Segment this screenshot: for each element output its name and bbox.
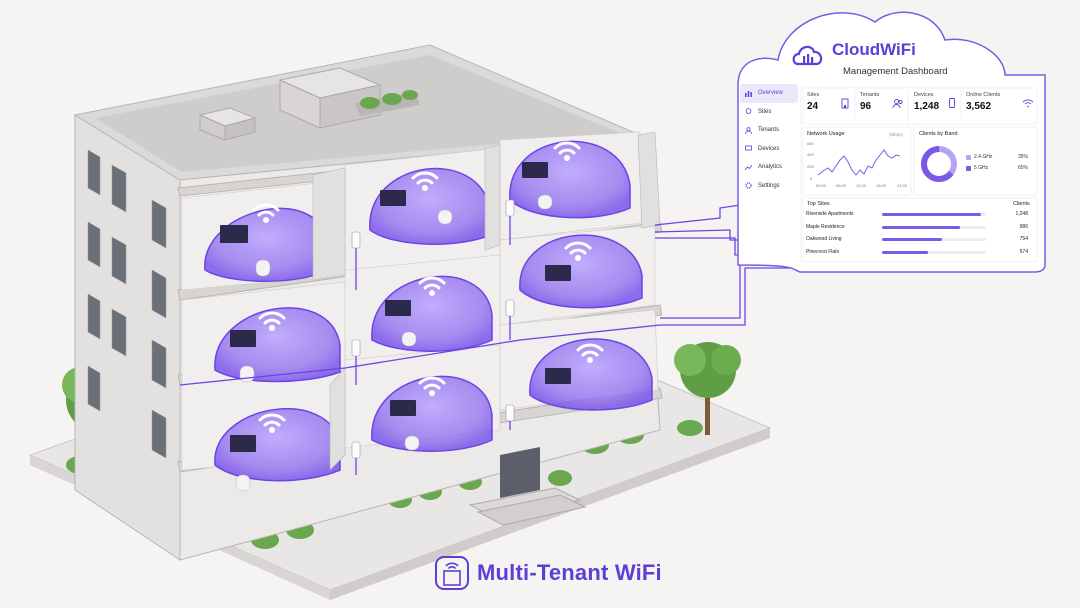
sidebar-item-label: Sites (758, 108, 772, 115)
x-tick: 24:00 (897, 183, 908, 188)
kpi-label: Devices (914, 92, 934, 98)
building-wifi-icon (435, 556, 469, 590)
sidebar-item-label: Settings (758, 182, 780, 189)
y-tick: 600 (807, 141, 814, 146)
wifi-icon (1022, 97, 1034, 109)
bar-chart-icon (745, 90, 752, 97)
sidebar-item-label: Tenants (758, 127, 780, 134)
footer-title: Multi-Tenant WiFi (477, 560, 662, 585)
legend-label: 5 GHz (974, 165, 989, 171)
kpi-value: 96 (860, 101, 872, 112)
kpi-value: 3,562 (966, 101, 992, 112)
network-usage-title: Network Usage (807, 131, 845, 137)
legend-swatch (966, 154, 971, 160)
entrance (468, 447, 587, 526)
cloud-logo-icon (792, 45, 823, 66)
building-icon (839, 97, 851, 109)
legend-5ghz: 5 GHz 65% (966, 165, 1036, 171)
room-devices (220, 162, 571, 452)
network-usage-line (817, 149, 901, 176)
site-bar-track (882, 225, 986, 229)
site-clients: 986 (1019, 223, 1028, 230)
site-name: Riverside Apartments (806, 211, 854, 217)
top-sites-column: Clients (1013, 201, 1030, 207)
site-clients: 754 (1019, 236, 1028, 242)
table-row[interactable]: Pinecrest Flats 574 (806, 249, 1028, 259)
sidebar-item-analytics[interactable]: Analytics (740, 158, 798, 177)
footer: Multi-Tenant WiFi (435, 556, 662, 590)
kpi-label: Tenants (860, 92, 880, 98)
phone-icon (946, 97, 958, 109)
clients-by-band-title: Clients by Band (919, 131, 958, 137)
brand-subtitle: Management Dashboard (843, 66, 948, 77)
x-tick: 12:00 (856, 183, 867, 188)
legend-pct: 65% (1018, 165, 1029, 171)
kpi-value: 24 (807, 101, 819, 112)
legend-pct: 35% (1018, 154, 1029, 160)
table-row[interactable]: Riverside Apartments 1,248 (806, 211, 1028, 221)
wifi-icons (252, 141, 604, 433)
sidebar-item-devices[interactable]: Devices (740, 140, 798, 159)
top-sites-title: Top Sites (807, 201, 830, 207)
y-tick: 200 (807, 164, 814, 169)
site-bar-track (882, 250, 986, 254)
y-tick: 400 (807, 152, 814, 157)
site-name: Maple Residence (806, 223, 845, 230)
site-clients: 1,248 (1015, 211, 1028, 217)
site-bar-track (882, 238, 986, 241)
gear-icon (745, 182, 752, 189)
legend-2-4ghz: 2.4 GHz 35% (966, 154, 1036, 160)
site-name: Oakwood Living (806, 236, 842, 242)
network-usage-unit: (Mbps) (889, 132, 904, 137)
clients-by-band-donut (921, 146, 957, 182)
kpi-tenants: Tenants 96 (860, 92, 904, 122)
sidebar-nav: Overview Sites Tenants Devices Analytics… (740, 84, 798, 195)
monitor-icon (745, 145, 752, 152)
site-bar (882, 213, 982, 216)
location-pin-icon (745, 108, 752, 115)
sidebar-item-label: Devices (758, 145, 780, 152)
kpi-sites: Sites 24 (807, 92, 851, 122)
table-row[interactable]: Maple Residence 986 (806, 224, 1028, 234)
site-bar (882, 238, 942, 241)
x-tick: 06:00 (836, 183, 847, 188)
users-icon (892, 97, 904, 109)
y-tick: 0 (810, 176, 813, 181)
tree-right (674, 342, 741, 435)
sidebar-item-label: Overview (758, 90, 784, 97)
kpi-value: 1,248 (914, 101, 940, 112)
x-tick: 00:00 (816, 183, 827, 188)
site-clients: 574 (1019, 248, 1028, 255)
line-chart-icon (744, 164, 753, 171)
sidebar-item-tenants[interactable]: Tenants (740, 121, 798, 140)
site-bar-track (882, 213, 986, 216)
sidebar-item-settings[interactable]: Settings (740, 177, 798, 196)
legend-swatch (966, 165, 971, 171)
site-bar (882, 225, 961, 229)
kpi-label: Sites (807, 92, 820, 98)
roof-unit (198, 67, 420, 141)
sidebar-item-overview[interactable]: Overview (740, 84, 798, 103)
kpi-online-clients: Online Clients 3,562 (966, 92, 1034, 122)
legend-label: 2.4 GHz (974, 154, 993, 160)
cloud-outline (737, 11, 1046, 273)
sidebar-item-sites[interactable]: Sites (740, 103, 798, 122)
brand-title: CloudWiFi (832, 40, 916, 59)
kpi-label: Online Clients (966, 92, 1001, 98)
x-tick: 18:00 (876, 183, 887, 188)
site-bar (882, 250, 928, 254)
user-icon (745, 126, 752, 134)
table-row[interactable]: Oakwood Living 754 (806, 236, 1028, 246)
dashboard-brand: CloudWiFi (794, 40, 916, 60)
site-name: Pinecrest Flats (806, 248, 840, 255)
sidebar-item-label: Analytics (758, 164, 783, 171)
kpi-devices: Devices 1,248 (914, 92, 958, 122)
